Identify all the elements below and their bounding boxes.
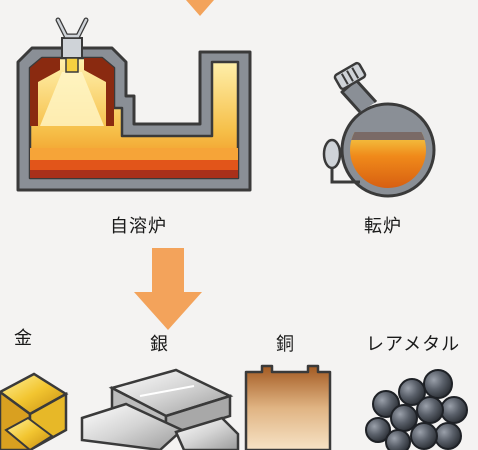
rare-metal-balls-icon bbox=[365, 369, 468, 450]
product-label-silver: 銀 bbox=[150, 334, 169, 355]
gold-bars-icon bbox=[0, 372, 69, 450]
copper-plate-icon bbox=[244, 364, 332, 450]
product-label-gold: 金 bbox=[14, 328, 33, 349]
smelter-label: 自溶炉 bbox=[110, 216, 167, 237]
converter-icon bbox=[322, 61, 436, 198]
flash-smelting-furnace-icon bbox=[16, 17, 252, 192]
product-label-copper: 銅 bbox=[276, 334, 295, 355]
top-arrow-icon bbox=[186, 0, 214, 16]
product-label-rare-metal: レアメタル bbox=[366, 334, 461, 355]
down-arrow-icon bbox=[134, 248, 202, 330]
silver-bars-icon bbox=[80, 368, 240, 450]
converter-label: 転炉 bbox=[364, 216, 402, 237]
